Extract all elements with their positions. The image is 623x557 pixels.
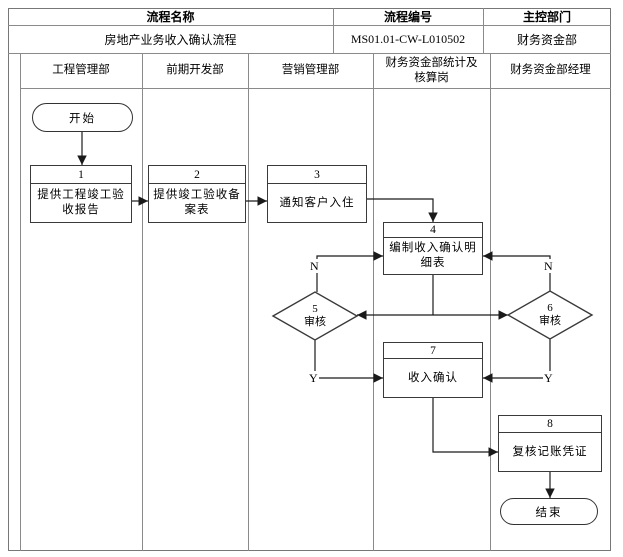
grid-line [373, 53, 374, 551]
process-code-value: MS01.01-CW-L010502 [350, 31, 466, 46]
step-box-3: 3 通知客户入住 [267, 165, 367, 223]
step-box-1: 1 提供工程竣工验 收报告 [30, 165, 132, 223]
step-box-4: 4 编制收入确认明 细表 [383, 222, 483, 275]
lane-header-engineering: 工程管理部 [52, 64, 110, 76]
step-number: 4 [384, 223, 482, 238]
grid-line [8, 53, 611, 54]
step-label: 编制收入确认明 细表 [389, 242, 477, 269]
step-number: 8 [499, 416, 601, 433]
decision-6: 6 审核 [520, 291, 580, 339]
step-box-7: 7 收入确认 [383, 342, 483, 398]
decision-5: 5 审核 [285, 292, 345, 340]
grid-line [248, 53, 249, 551]
step-number: 1 [31, 166, 131, 184]
branch-label-y-left: Y [308, 370, 319, 385]
lane-header-finance-manager: 财务资金部经理 [510, 64, 591, 76]
lane-header-marketing: 营销管理部 [281, 64, 340, 76]
step-number: 3 [268, 166, 366, 184]
table-outer-border [8, 8, 611, 551]
start-terminator: 开始 [32, 103, 133, 132]
process-name-header: 流程名称 [146, 10, 195, 24]
process-name-value: 房地产业务收入确认流程 [104, 32, 237, 47]
step-label: 审核 [539, 315, 561, 327]
step-number: 7 [384, 343, 482, 359]
step-label: 收入确认 [408, 371, 458, 384]
grid-line [490, 53, 491, 551]
branch-label-n-right: N [543, 258, 554, 273]
end-terminator: 结束 [500, 498, 598, 525]
step-box-2: 2 提供竣工验收备 案表 [148, 165, 246, 223]
step-label: 提供工程竣工验 收报告 [37, 189, 125, 216]
process-code-header: 流程编号 [383, 10, 432, 24]
controlling-dept-header: 主控部门 [522, 10, 571, 24]
step-number: 5 [312, 303, 318, 315]
grid-line [20, 53, 21, 551]
step-number: 6 [547, 302, 553, 314]
lane-header-predevelopment: 前期开发部 [166, 64, 224, 76]
step-label: 提供竣工验收备 案表 [153, 189, 241, 216]
step-label: 通知客户入住 [279, 196, 355, 209]
controlling-dept-value: 财务资金部 [516, 32, 577, 47]
lane-header-finance-accounting: 财务资金部统计及 核算岗 [385, 56, 478, 84]
step-box-8: 8 复核记账凭证 [498, 415, 602, 472]
grid-line [333, 8, 334, 53]
step-label: 审核 [304, 316, 326, 328]
branch-label-y-right: Y [543, 370, 554, 385]
grid-line [483, 8, 484, 53]
grid-line [20, 88, 611, 89]
grid-line [8, 25, 611, 26]
branch-label-n-left: N [309, 258, 320, 273]
step-label: 复核记账凭证 [512, 445, 588, 458]
step-number: 2 [149, 166, 245, 184]
grid-line [142, 53, 143, 551]
